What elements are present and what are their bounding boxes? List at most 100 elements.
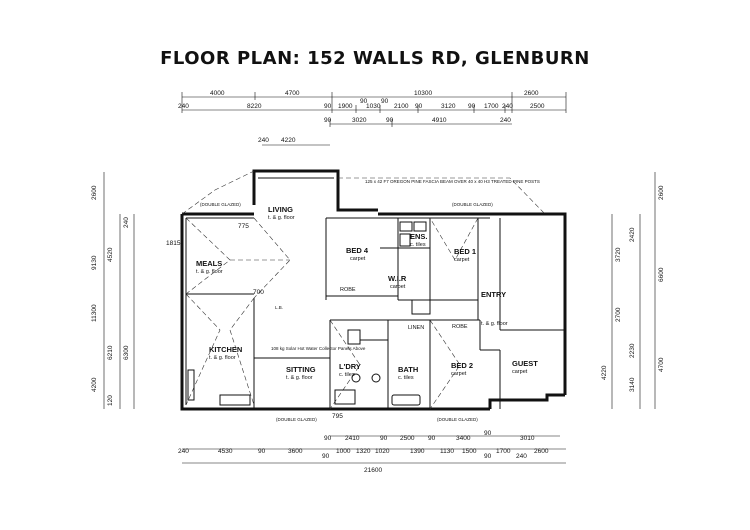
top-dim-r2-10: 3120 <box>441 103 456 110</box>
room-wir-floor: carpet <box>390 284 406 290</box>
top-dim-4: 2600 <box>524 90 539 97</box>
beam-note: 125 x 42 F7 OREGON PINE FASCIA BEAM OVER… <box>365 179 540 184</box>
top-dim-r3-3: 90 <box>386 117 394 124</box>
room-ensuite: ENS. <box>410 232 428 241</box>
label-lb: L.B. <box>275 305 283 310</box>
top-dim-r2-4: 1900 <box>338 103 353 110</box>
room-guest: GUEST <box>512 359 538 368</box>
left-dim-9: 240 <box>123 217 130 228</box>
top-dim-r2-6: 1030 <box>366 103 381 110</box>
top-dim-1: 4000 <box>210 90 225 97</box>
top-dim-r2-5: 90 <box>360 98 368 105</box>
right-dim-5: 2420 <box>629 227 636 242</box>
room-meals: MEALS <box>196 259 222 268</box>
right-dim-7: 2230 <box>629 343 636 358</box>
ceiling-lines <box>185 217 479 410</box>
bottom-dim-r1-8: 3010 <box>520 435 535 442</box>
room-ensuite-floor: c. tiles <box>410 242 426 248</box>
bottom-dim-r1-7: 90 <box>484 430 492 437</box>
room-entry: ENTRY <box>481 290 506 299</box>
right-dim-6: 2700 <box>615 307 622 322</box>
room-bed4: BED 4 <box>346 246 369 255</box>
top-dim-2: 4700 <box>285 90 300 97</box>
right-dim-2: 3720 <box>615 247 622 262</box>
bottom-dim-r1-3: 90 <box>380 435 388 442</box>
room-living-floor: t. & g. floor <box>268 215 295 221</box>
right-dim-3: 6600 <box>658 267 665 282</box>
label-double-glazed-2: (DOUBLE GLAZED) <box>452 202 493 207</box>
right-dim-4: 4700 <box>658 357 665 372</box>
top-dim-r2-14: 2500 <box>530 103 545 110</box>
bottom-dim-r2-13: 1700 <box>496 448 511 455</box>
bottom-dim-r1-4: 2500 <box>400 435 415 442</box>
bottom-dim-r2-7: 1320 <box>356 448 371 455</box>
left-dim-3: 4520 <box>107 247 114 262</box>
room-bed2-floor: carpet <box>451 371 467 377</box>
fixtures <box>187 221 431 406</box>
room-laundry-floor: c. tiles <box>339 372 355 378</box>
dim-4220: 4220 <box>281 137 296 144</box>
right-dimension-lines: 2600 3720 6600 4700 2420 2700 2230 4220 … <box>601 172 665 409</box>
room-bed1: BED 1 <box>454 247 476 256</box>
room-guest-floor: carpet <box>512 369 528 375</box>
top-dim-r2-9: 90 <box>415 103 423 110</box>
top-dim-r3-4: 4910 <box>432 117 447 124</box>
room-bath-floor: c. tiles <box>398 375 414 381</box>
left-dimension-lines: 2600 9130 4520 11300 4200 6300 6210 120 … <box>91 172 135 409</box>
bottom-dim-r2-10: 1130 <box>440 448 454 455</box>
bottom-dim-r2-12: 90 <box>484 453 492 460</box>
bottom-dim-r2-8: 1020 <box>375 448 390 455</box>
label-linen: LINEN <box>408 325 424 331</box>
top-dimension-lines: 4000 4700 10300 2600 240 8220 90 1900 90… <box>178 90 567 146</box>
label-double-glazed-3: (DOUBLE GLAZED) <box>276 417 317 422</box>
top-dim-r2-1: 240 <box>178 103 189 110</box>
dim-1815: 1815 <box>166 240 181 247</box>
bottom-dim-r2-1: 240 <box>178 448 189 455</box>
room-labels: LIVING t. & g. floor MEALS t. & g. floor… <box>166 202 538 422</box>
overall-width: 21600 <box>364 467 382 474</box>
dim-240-top: 240 <box>258 137 269 144</box>
top-dim-r2-3: 90 <box>324 103 332 110</box>
room-bed4-floor: carpet <box>350 256 366 262</box>
top-dim-r2-8: 2100 <box>394 103 409 110</box>
bottom-dim-r1-6: 3400 <box>456 435 471 442</box>
right-dim-9: 3140 <box>629 377 636 392</box>
label-robe-1: ROBE <box>340 287 356 293</box>
label-robe-2: ROBE <box>452 324 468 330</box>
bottom-dim-r2-3: 90 <box>258 448 266 455</box>
room-bath: BATH <box>398 365 418 374</box>
left-dim-5: 4200 <box>91 377 98 392</box>
top-dim-r2-11: 90 <box>468 103 476 110</box>
top-dim-r3-2: 3020 <box>352 117 367 124</box>
room-sitting-floor: t. & g. floor <box>286 375 313 381</box>
room-meals-floor: t. & g. floor <box>196 269 223 275</box>
bottom-dim-r2-15: 2600 <box>534 448 549 455</box>
label-double-glazed-4: (DOUBLE GLAZED) <box>437 417 478 422</box>
page-title: FLOOR PLAN: 152 WALLS RD, GLENBURN <box>160 48 590 69</box>
left-dim-4: 11300 <box>91 304 98 322</box>
bottom-dim-r2-5: 90 <box>322 453 330 460</box>
bottom-dim-r2-6: 1000 <box>336 448 351 455</box>
room-entry-floor: t. & g. floor <box>481 321 508 327</box>
left-dim-2: 9130 <box>91 255 98 270</box>
room-sitting: SITTING <box>286 365 316 374</box>
top-dim-r2-7: 90 <box>381 98 389 105</box>
dim-775: 775 <box>238 223 249 230</box>
room-kitchen-floor: t. & g. floor <box>209 355 236 361</box>
room-kitchen: KITCHEN <box>209 345 242 354</box>
bottom-dim-r2-14: 240 <box>516 453 527 460</box>
right-dim-8: 4220 <box>601 365 608 380</box>
left-dim-7: 6210 <box>107 345 114 360</box>
dim-795: 795 <box>332 413 343 420</box>
top-dim-r2-12: 1700 <box>484 103 499 110</box>
right-dim-1: 2600 <box>658 185 665 200</box>
top-dim-3: 10300 <box>414 90 432 97</box>
top-dim-r2-13: 240 <box>502 103 513 110</box>
left-dim-8: 120 <box>107 395 114 406</box>
room-living: LIVING <box>268 205 293 214</box>
label-solar: 108 kg Solar Hot Water Collector Panels … <box>271 346 366 351</box>
left-dim-1: 2600 <box>91 185 98 200</box>
top-dim-r3-1: 90 <box>324 117 332 124</box>
bottom-dim-r2-9: 1390 <box>410 448 425 455</box>
